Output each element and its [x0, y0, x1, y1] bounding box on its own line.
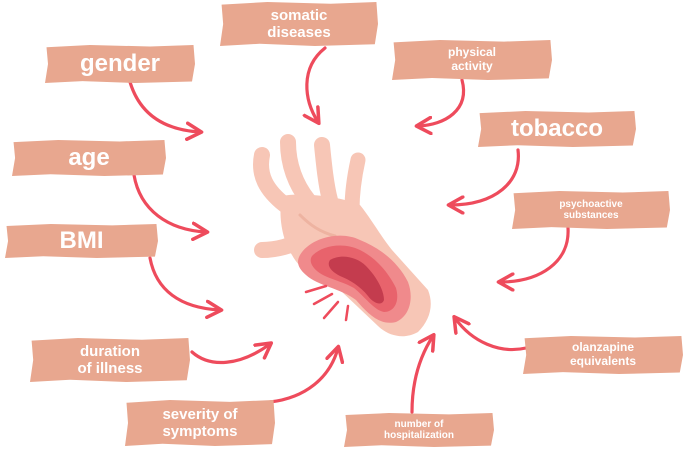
label-text: somatic diseases	[267, 6, 331, 41]
label-severity-of-symptoms: severity of symptoms	[125, 400, 275, 446]
pain-lines-icon	[304, 284, 350, 322]
label-bmi: BMI	[5, 224, 158, 258]
label-text: gender	[79, 50, 160, 78]
label-duration-of-illness: duration of illness	[30, 338, 190, 382]
label-text: age	[68, 144, 110, 172]
label-text: severity of symptoms	[162, 405, 238, 440]
arrow-icon	[148, 256, 220, 310]
arrow-icon	[410, 336, 433, 414]
arrow-icon	[455, 318, 528, 352]
label-gender: gender	[45, 45, 195, 83]
label-text: physical activity	[447, 45, 497, 73]
label-psychoactive-substances: psychoactive substances	[512, 191, 670, 229]
label-text: psychoactive substances	[559, 198, 623, 222]
arrow-icon	[128, 80, 200, 132]
arrow-icon	[418, 78, 466, 126]
label-tobacco: tobacco	[478, 111, 636, 147]
label-text: BMI	[59, 227, 104, 255]
label-age: age	[12, 140, 166, 176]
label-olanzapine-equivalents: olanzapine equivalents	[523, 336, 683, 374]
label-text: number of hospitalization	[384, 418, 454, 442]
arrow-icon	[500, 226, 570, 282]
arrow-icon	[307, 46, 327, 122]
arrow-icon	[268, 348, 338, 404]
label-text: duration of illness	[77, 342, 143, 377]
label-physical-activity: physical activity	[392, 40, 552, 80]
wound-icon	[298, 235, 411, 323]
arrow-icon	[190, 344, 270, 365]
arrow-icon	[450, 148, 520, 205]
label-text: olanzapine equivalents	[569, 340, 637, 368]
label-number-of-hospitalization: number of hospitalization	[344, 413, 494, 447]
arrow-icon	[132, 173, 206, 232]
label-text: tobacco	[510, 115, 603, 143]
label-somatic-diseases: somatic diseases	[220, 2, 378, 46]
